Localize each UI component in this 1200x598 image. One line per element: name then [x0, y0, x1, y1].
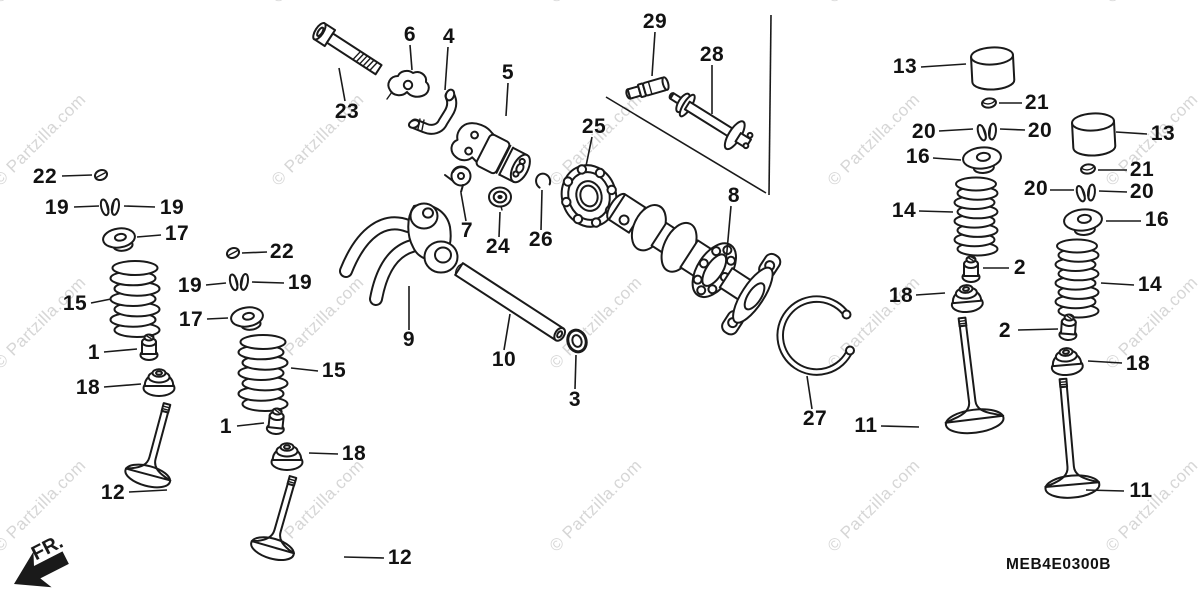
leader-line-18 [915, 292, 946, 296]
part-17-spring-retainer [100, 225, 138, 255]
leader-line-22 [241, 251, 268, 254]
part-27-snap-ring [776, 295, 855, 376]
fr-direction-arrow: FR. [14, 531, 69, 588]
part-5-cam-follower-assembly [450, 122, 531, 184]
leader-line-18 [103, 383, 142, 388]
part-21-shim [980, 96, 998, 110]
leader-line-15 [90, 298, 112, 304]
part-11-exhaust-valve [944, 316, 1005, 435]
leader-line-4 [444, 46, 449, 91]
part-16-spring-retainer [1062, 206, 1105, 238]
part-19-cotter-pair [227, 272, 251, 292]
leader-line-1 [236, 422, 265, 427]
leader-line-24 [498, 211, 501, 238]
leader-line-22 [61, 174, 93, 177]
part-12-intake-valve [124, 402, 172, 489]
diagram-code: MEB4E0300B [1006, 556, 1112, 573]
leader-line-17 [136, 234, 162, 238]
part-28-shaft [668, 92, 754, 151]
leader-line-27 [806, 375, 813, 410]
leader-line-12 [128, 489, 168, 493]
leader-line-2 [1017, 328, 1059, 331]
leader-line-20 [938, 128, 974, 132]
leader-line-19 [251, 281, 285, 284]
part-21-shim [1079, 162, 1097, 176]
leader-line-18 [308, 452, 339, 455]
part-19-cotter-pair [98, 197, 122, 217]
part-13-tappet-bucket [1070, 111, 1117, 158]
leader-line-23 [338, 67, 346, 102]
part-26-clip [535, 172, 552, 189]
leader-line-16 [932, 157, 962, 161]
leader-lines [61, 31, 1148, 559]
leader-line-5 [505, 82, 509, 117]
leader-line-7 [460, 192, 467, 222]
part-1-tappet [139, 333, 159, 361]
leader-line-19 [73, 205, 100, 208]
leader-line-14 [1100, 282, 1135, 286]
leader-line-3 [574, 354, 577, 390]
part-3-collar [566, 328, 588, 354]
part-20-cotter-pair [1073, 182, 1098, 204]
leader-line-18 [1087, 360, 1123, 364]
part-18-spring-seat [1049, 345, 1085, 378]
leader-line-26 [540, 189, 543, 231]
part-29-pin [625, 76, 670, 100]
leader-line-11 [880, 425, 920, 428]
part-11-exhaust-valve [1044, 377, 1101, 499]
part-15-valve-spring [237, 334, 289, 412]
part-12-intake-valve [250, 475, 298, 561]
leader-line-11 [1085, 489, 1125, 492]
leader-line-20 [999, 128, 1026, 131]
leader-line-25 [585, 136, 593, 167]
leader-line-13 [1115, 131, 1148, 135]
part-14-valve-spring [953, 176, 999, 257]
leader-line-8 [725, 205, 732, 263]
leader-line-13 [920, 63, 967, 68]
part-15-valve-spring [109, 260, 161, 338]
leader-line-17 [206, 317, 229, 320]
part-22-screw [224, 245, 242, 261]
leader-line-19 [123, 205, 156, 208]
leader-line-20 [1098, 190, 1128, 193]
part-17-spring-retainer [228, 304, 266, 334]
part-23-bolt [312, 22, 383, 76]
reference-bracket [605, 14, 772, 196]
part-7-spring-clip [444, 165, 472, 193]
part-9-rocker-arm [339, 202, 459, 306]
part-10-rocker-shaft [454, 262, 567, 342]
part-16-spring-retainer [961, 144, 1004, 176]
part-8-camshaft [606, 192, 782, 336]
part-14-valve-spring [1054, 238, 1100, 319]
part-18-spring-seat [270, 442, 304, 471]
part-13-tappet-bucket [969, 45, 1016, 92]
part-25-bearing [560, 164, 618, 228]
leader-line-14 [918, 210, 954, 213]
part-20-cotter-pair [974, 121, 999, 143]
part-2-tappet [961, 255, 981, 283]
leader-line-29 [651, 31, 656, 77]
part-22-screw [92, 167, 110, 183]
leader-line-15 [290, 367, 319, 372]
part-4-joint-pipe [407, 88, 458, 135]
leader-line-12 [343, 556, 385, 559]
leader-line-1 [103, 348, 138, 353]
part-18-spring-seat [949, 282, 985, 315]
part-24-nut [488, 186, 512, 211]
leader-line-6 [409, 44, 413, 71]
part-18-spring-seat [142, 368, 176, 397]
part-6-stay [386, 69, 430, 100]
leader-line-10 [503, 313, 511, 351]
leader-line-19 [205, 282, 227, 286]
